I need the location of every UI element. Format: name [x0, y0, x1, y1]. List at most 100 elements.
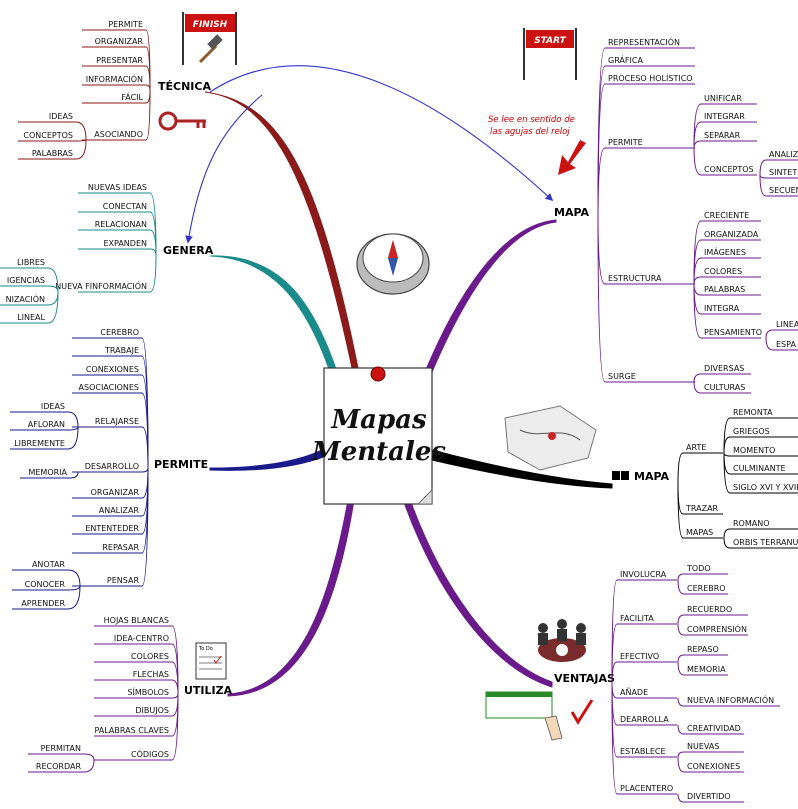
node-connector — [145, 84, 151, 91]
node-label: NUEVA INFORMACIÓN — [687, 694, 774, 705]
node-label: SÍMBOLOS — [127, 686, 169, 697]
branch-mapa2 — [431, 449, 613, 489]
node-label: TRAZAR — [685, 504, 719, 513]
node-label: DEARROLLA — [620, 715, 669, 724]
node-connector — [611, 683, 618, 795]
people-meeting-icon — [538, 619, 586, 662]
node-connector — [47, 291, 59, 306]
node-label: COLORES — [131, 652, 169, 661]
branch-utiliza — [227, 499, 355, 697]
node-connector — [677, 483, 684, 539]
node-label: PENSAR — [107, 576, 140, 585]
node-label: MAPAS — [686, 528, 713, 537]
node-label: PERMITAN — [41, 744, 81, 753]
node-connector — [69, 471, 79, 479]
node-connector — [693, 283, 702, 296]
key-icon — [158, 111, 206, 131]
node-label: AFLORAN — [28, 420, 65, 429]
node-label: REPRESENTACIÓN — [608, 36, 680, 47]
reading-arrow-to-genera — [185, 94, 263, 244]
start-sign-text: START — [534, 36, 566, 46]
node-label: CONOCER — [25, 580, 66, 589]
node-label: CÓDIGOS — [131, 748, 169, 759]
node-label: ANOTAR — [32, 560, 65, 569]
node-connector — [693, 121, 702, 149]
node-connector — [47, 285, 59, 293]
node-label: DIBUJOS — [135, 706, 169, 715]
book-icon — [612, 471, 629, 480]
node-label: ASOCIANDO — [94, 130, 143, 139]
node-connector — [677, 751, 685, 758]
node-connector — [723, 528, 731, 539]
node-label: IDEAS — [49, 112, 73, 121]
node-connector — [693, 276, 702, 285]
node-label: EFECTIVO — [620, 652, 659, 661]
node-connector — [677, 697, 685, 707]
node-label: ORGANIZADA — [704, 230, 759, 239]
node-label: ORGANIZAR — [95, 37, 144, 46]
node-label: ARTE — [686, 443, 706, 452]
node-connector — [693, 283, 702, 339]
node-label: DIVERSAS — [704, 364, 744, 373]
node-label: ASOCIACIONES — [79, 383, 139, 392]
node-label: GRIEGOS — [733, 427, 770, 436]
node-label: TODO — [686, 564, 711, 573]
node-label: INFORMACIÓN — [86, 73, 143, 84]
todo-list-title: To Do — [198, 646, 213, 652]
node-label: ANALIZAR — [99, 506, 140, 515]
node-label: FLECHAS — [133, 670, 169, 679]
node-connector — [677, 793, 685, 803]
node-label: IDEAS — [41, 402, 65, 411]
node-label: PLACENTERO — [620, 784, 673, 793]
node-connector — [693, 257, 702, 285]
node-connector — [597, 215, 606, 383]
map-sketch-icon — [504, 405, 597, 471]
node-connector — [149, 248, 157, 256]
node-label: NIZACIÓN — [6, 293, 45, 304]
node-label: PROCESO HOLÍSTICO — [608, 72, 693, 83]
node-connector — [149, 254, 157, 293]
reading-arrow-to-mapa — [209, 65, 554, 202]
node-label: HOJAS BLANCAS — [104, 616, 169, 625]
node-connector — [83, 759, 95, 773]
node-label: ESTRUCTURA — [608, 274, 662, 283]
node-connector — [677, 573, 685, 581]
reading-note-line1: Se lee en sentido de — [488, 115, 575, 125]
node-label: MOMENTO — [733, 446, 775, 455]
node-connector — [611, 683, 618, 699]
node-label: DESARROLLO — [85, 462, 139, 471]
compass-icon — [356, 233, 430, 295]
node-connector — [67, 426, 79, 450]
node-connector — [693, 140, 702, 149]
node-connector — [75, 139, 87, 160]
branch-mapa — [424, 219, 557, 373]
node-label: LINEA — [776, 320, 798, 329]
node-label: NUEVA FINFORMACIÓN — [55, 280, 147, 291]
node-label: REPASO — [687, 645, 719, 654]
node-connector — [677, 661, 685, 676]
node-label: GRÁFICA — [608, 54, 643, 65]
node-connector — [171, 679, 179, 695]
node-connector — [765, 337, 774, 351]
node-connector — [171, 693, 179, 699]
node-label: LIBREMENTE — [14, 439, 65, 448]
node-label: NUEVAS IDEAS — [88, 183, 147, 192]
node-label: RELAJARSE — [95, 417, 139, 426]
node-connector — [141, 426, 149, 469]
node-label: ESPA — [776, 340, 796, 349]
node-label: INTEGRA — [704, 304, 740, 313]
node-connector — [693, 373, 702, 383]
node-connector — [67, 411, 79, 428]
node-connector — [723, 436, 731, 454]
branch-genera — [209, 255, 338, 373]
node-label: SEPARAR — [704, 131, 741, 140]
node-connector — [677, 654, 685, 663]
node-connector — [677, 623, 685, 636]
center-note: Mapas Mentales — [311, 366, 446, 505]
red-arrow-icon — [558, 140, 586, 175]
node-label: CONEXIONES — [687, 762, 740, 771]
node-label: ROMANO — [733, 519, 770, 528]
node-connector — [597, 147, 606, 217]
node-label: LINEAL — [17, 313, 45, 322]
